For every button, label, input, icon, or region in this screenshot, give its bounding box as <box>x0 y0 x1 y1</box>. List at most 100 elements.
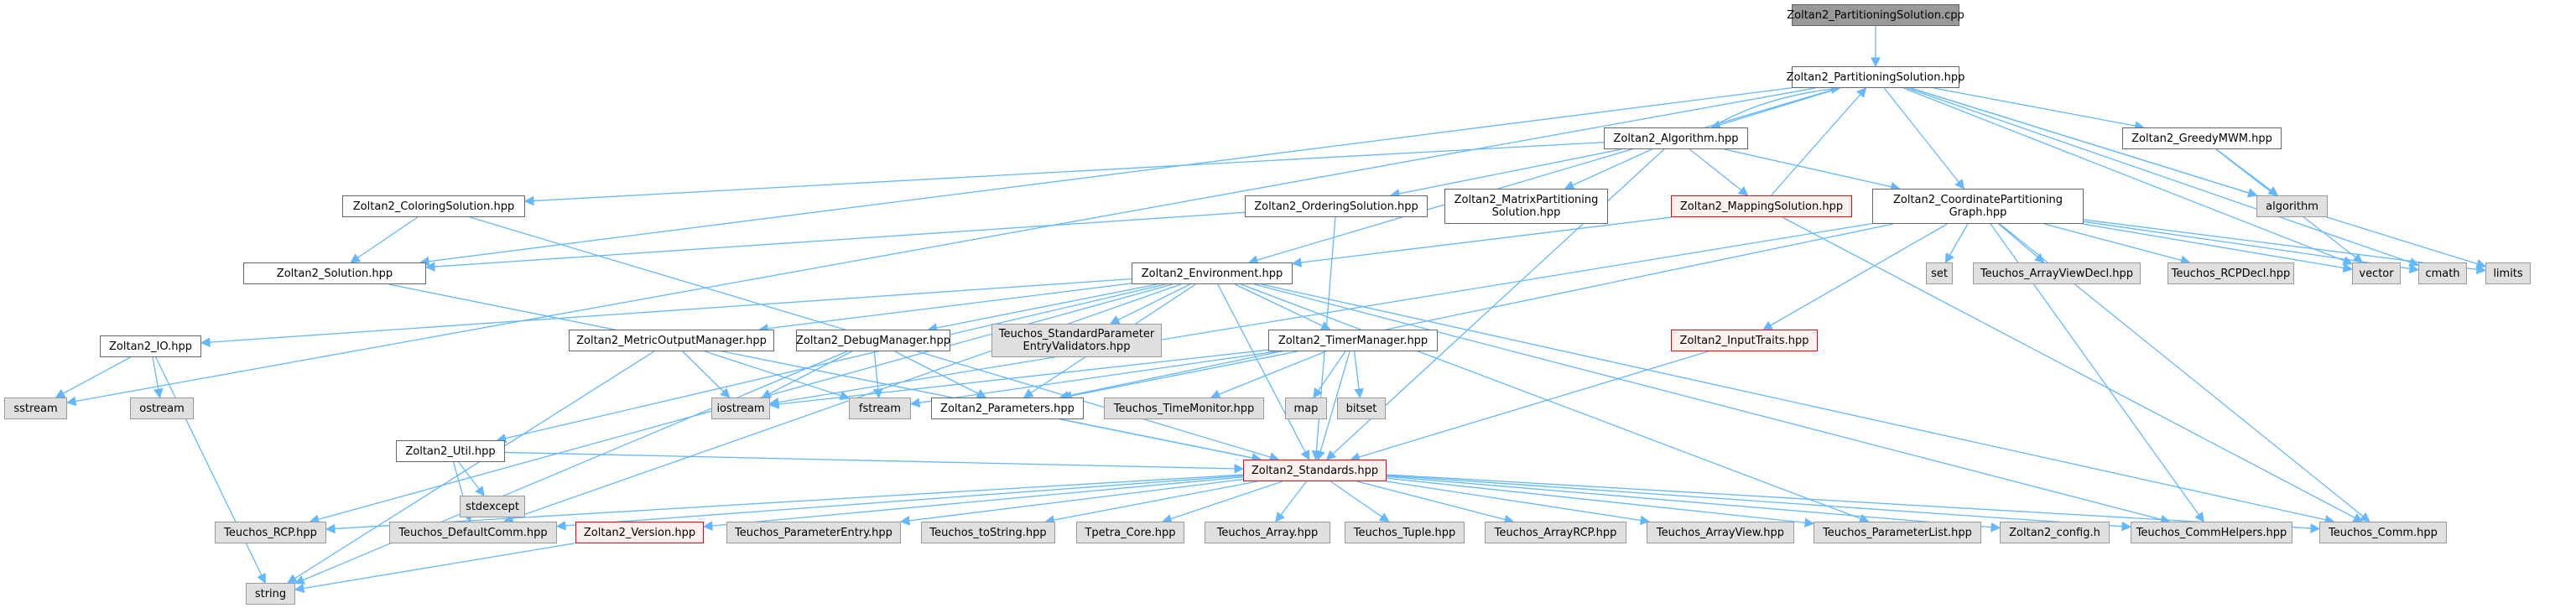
node-psol[interactable]: Zoltan2_PartitioningSolution.hpp <box>1787 66 1965 88</box>
edge-coord-to-vector <box>2082 223 2354 273</box>
node-vector[interactable]: vector <box>2352 262 2401 284</box>
node-label: Teuchos_RCPDecl.hpp <box>2171 267 2291 280</box>
edge-params-to-standards <box>1061 418 1262 463</box>
node-ostream[interactable]: ostream <box>130 398 194 419</box>
edge-psol-to-limits <box>1910 87 2487 269</box>
node-config[interactable]: Zoltan2_config.h <box>2000 522 2110 543</box>
node-string[interactable]: string <box>246 583 295 605</box>
edge-io-to-string <box>155 356 266 585</box>
node-matrix[interactable]: Zoltan2_MatrixPartitioning Solution.hpp <box>1444 189 1608 224</box>
node-label: Zoltan2_Standards.hpp <box>1251 464 1379 477</box>
node-avdecl[interactable]: Teuchos_ArrayViewDecl.hpp <box>1973 262 2141 284</box>
node-label: Zoltan2_Version.hpp <box>583 526 696 539</box>
edge-io-to-ostream <box>152 356 164 399</box>
node-root[interactable]: Zoltan2_PartitioningSolution.cpp <box>1787 4 1965 26</box>
node-algorithm[interactable]: algorithm <box>2256 195 2328 217</box>
edge-standards-to-arcp <box>1356 481 1515 525</box>
node-stdexcept[interactable]: stdexcept <box>460 496 525 517</box>
node-label: Teuchos_ParameterEntry.hpp <box>735 526 892 539</box>
node-label: Zoltan2_MappingSolution.hpp <box>1679 200 1844 213</box>
node-label: Zoltan2_GreedyMWM.hpp <box>2131 132 2272 145</box>
node-label: Zoltan2_DebugManager.hpp <box>796 334 950 347</box>
node-version[interactable]: Zoltan2_Version.hpp <box>575 522 704 543</box>
node-mapping[interactable]: Zoltan2_MappingSolution.hpp <box>1671 195 1852 217</box>
node-tostring[interactable]: Teuchos_toString.hpp <box>921 522 1055 543</box>
node-cmath[interactable]: cmath <box>2418 262 2467 284</box>
edge-ordering-to-solution <box>424 211 1246 272</box>
node-debug[interactable]: Zoltan2_DebugManager.hpp <box>796 330 950 351</box>
edge-metric-to-fstream <box>705 351 851 401</box>
node-limits[interactable]: limits <box>2485 262 2531 284</box>
node-ordering[interactable]: Zoltan2_OrderingSolution.hpp <box>1245 195 1428 217</box>
node-label: Zoltan2_PartitioningSolution.cpp <box>1787 8 1965 22</box>
edge-psol-to-greedy <box>1933 87 2145 131</box>
node-paramentry[interactable]: Teuchos_ParameterEntry.hpp <box>726 522 901 543</box>
edge-env-to-debug <box>927 283 1158 333</box>
node-label: fstream <box>858 402 902 415</box>
node-algo[interactable]: Zoltan2_Algorithm.hpp <box>1604 127 1748 149</box>
node-sstream[interactable]: sstream <box>4 398 67 419</box>
node-commhelp[interactable]: Teuchos_CommHelpers.hpp <box>2131 522 2292 543</box>
edge-util-to-standards <box>504 451 1245 474</box>
node-tuple[interactable]: Teuchos_Tuple.hpp <box>1345 522 1465 543</box>
node-set[interactable]: set <box>1926 262 1953 284</box>
node-coloring[interactable]: Zoltan2_ColoringSolution.hpp <box>342 195 525 217</box>
node-metric[interactable]: Zoltan2_MetricOutputManager.hpp <box>569 330 774 351</box>
node-standards[interactable]: Zoltan2_Standards.hpp <box>1243 460 1387 481</box>
edge-psol-to-sstream <box>65 87 1815 407</box>
node-label: Teuchos_toString.hpp <box>929 526 1047 539</box>
node-tpetra[interactable]: Tpetra_Core.hpp <box>1076 522 1184 543</box>
edge-env-to-timer <box>1235 283 1331 330</box>
edge-coloring-to-solution <box>350 216 419 263</box>
node-plist[interactable]: Teuchos_ParameterList.hpp <box>1814 522 1981 543</box>
node-coord[interactable]: Zoltan2_CoordinatePartitioning Graph.hpp <box>1872 189 2084 224</box>
edge-standards-to-tostring <box>1044 481 1258 525</box>
edge-standards-to-plist <box>1386 477 1815 528</box>
node-aview[interactable]: Teuchos_ArrayView.hpp <box>1647 522 1794 543</box>
node-rcp[interactable]: Teuchos_RCP.hpp <box>215 522 326 543</box>
edge-standards-to-aview <box>1386 481 1651 526</box>
edge-coord-to-input <box>1762 223 1948 330</box>
edge-coord-to-avdecl <box>1998 223 2045 263</box>
edge-env-to-stdparam <box>1109 283 1191 325</box>
edge-standards-to-defcomm <box>555 475 1244 531</box>
edge-algo-to-matrix <box>1564 148 1652 190</box>
node-env[interactable]: Zoltan2_Environment.hpp <box>1132 262 1293 284</box>
node-map[interactable]: map <box>1285 398 1327 419</box>
node-defcomm[interactable]: Teuchos_DefaultComm.hpp <box>389 522 557 543</box>
edge-algo-to-coord <box>1724 148 1901 192</box>
node-timemon[interactable]: Teuchos_TimeMonitor.hpp <box>1104 398 1264 419</box>
node-timer[interactable]: Zoltan2_TimerManager.hpp <box>1268 330 1438 351</box>
node-stdparam[interactable]: Teuchos_StandardParameter EntryValidator… <box>991 324 1162 357</box>
node-label: Teuchos_Tuple.hpp <box>1353 526 1456 539</box>
node-input[interactable]: Zoltan2_InputTraits.hpp <box>1671 330 1818 351</box>
edge-metric-to-iostream <box>682 351 731 398</box>
node-comm[interactable]: Teuchos_Comm.hpp <box>2319 522 2447 543</box>
edge-psol-to-env <box>1247 87 1840 265</box>
node-greedy[interactable]: Zoltan2_GreedyMWM.hpp <box>2122 127 2282 149</box>
edge-psol-to-solution <box>419 87 1793 267</box>
edge-standards-to-rcp <box>325 474 1244 534</box>
node-bitset[interactable]: bitset <box>1337 398 1386 419</box>
edge-mapping-to-comm <box>1782 216 2364 522</box>
node-fstream[interactable]: fstream <box>849 398 911 419</box>
node-io[interactable]: Zoltan2_IO.hpp <box>100 335 201 357</box>
node-label: set <box>1931 267 1948 280</box>
edge-coord-to-set <box>1944 223 1969 264</box>
node-tarray[interactable]: Teuchos_Array.hpp <box>1205 522 1330 543</box>
edge-env-to-commhelp <box>1253 283 2171 525</box>
edge-standards-to-comm <box>1386 474 2321 533</box>
node-util[interactable]: Zoltan2_Util.hpp <box>396 440 505 462</box>
node-rcpdecl[interactable]: Teuchos_RCPDecl.hpp <box>2167 262 2294 284</box>
node-label: Zoltan2_MetricOutputManager.hpp <box>576 334 767 347</box>
node-label: Zoltan2_IO.hpp <box>109 340 192 353</box>
edge-algo-to-coloring <box>523 142 1605 206</box>
node-label: Teuchos_CommHelpers.hpp <box>2136 526 2287 539</box>
node-arcp[interactable]: Teuchos_ArrayRCP.hpp <box>1485 522 1626 543</box>
edge-input-to-standards <box>1350 351 1709 462</box>
node-iostream[interactable]: iostream <box>711 398 770 419</box>
node-label: Zoltan2_Environment.hpp <box>1141 267 1283 280</box>
edge-standards-to-version <box>702 476 1244 531</box>
node-params[interactable]: Zoltan2_Parameters.hpp <box>931 398 1084 419</box>
node-solution[interactable]: Zoltan2_Solution.hpp <box>243 262 426 284</box>
